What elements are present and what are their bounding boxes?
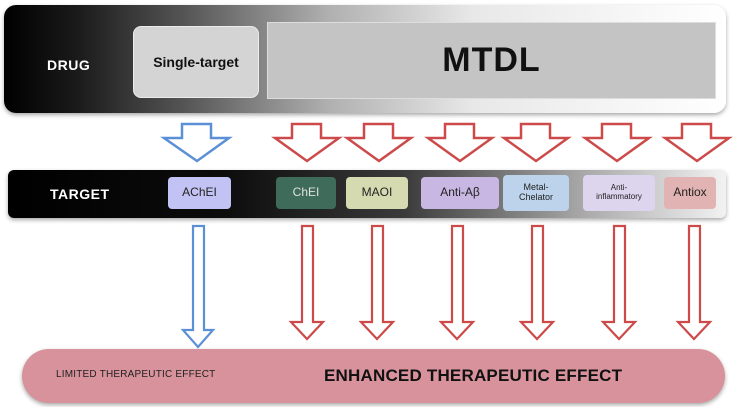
single-target-box: Single-target bbox=[133, 26, 259, 98]
target-antiox: Antiox bbox=[664, 177, 716, 209]
top-arrow-antiox bbox=[661, 122, 733, 163]
target-inflam-line1: Anti- bbox=[610, 183, 628, 193]
top-arrow-abeta bbox=[424, 122, 496, 163]
target-metal-line2: Chelator bbox=[518, 192, 554, 202]
target-maoi-label: MAOI bbox=[361, 185, 393, 200]
target-metal-chelator: Metal-Chelator bbox=[503, 175, 569, 211]
bottom-arrow-inflam bbox=[600, 224, 638, 341]
target-maoi: MAOI bbox=[346, 177, 408, 209]
bottom-arrow-metal bbox=[518, 224, 556, 341]
top-arrow-metal bbox=[500, 122, 572, 163]
target-anti-abeta-label: Anti-Aβ bbox=[440, 185, 480, 200]
target-metal-line1: Metal- bbox=[523, 182, 549, 193]
bottom-arrow-maoi bbox=[358, 224, 396, 341]
bottom-arrow-antiox bbox=[675, 224, 713, 341]
top-arrow-inflam bbox=[581, 122, 653, 163]
target-ache-label: AChEI bbox=[182, 185, 217, 200]
target-metal-chelator-label: Metal-Chelator bbox=[518, 182, 554, 203]
limited-effect-label: LIMITED THERAPEUTIC EFFECT bbox=[56, 369, 216, 380]
top-arrow-single bbox=[160, 122, 233, 163]
top-arrow-maoi bbox=[343, 122, 415, 163]
effect-band bbox=[22, 349, 725, 403]
target-chei: ChEI bbox=[276, 177, 336, 209]
target-anti-abeta: Anti-Aβ bbox=[421, 177, 499, 209]
top-arrow-chei bbox=[271, 122, 343, 163]
target-chei-label: ChEI bbox=[292, 185, 320, 200]
enhanced-effect-label: ENHANCED THERAPEUTIC EFFECT bbox=[324, 366, 623, 385]
bottom-arrow-chei bbox=[288, 224, 326, 341]
drug-label: DRUG bbox=[47, 57, 91, 73]
target-ache: AChEI bbox=[168, 177, 231, 209]
target-anti-inflammatory: Anti-inflammatory bbox=[583, 175, 655, 211]
bottom-arrow-abeta bbox=[438, 224, 476, 341]
bottom-arrow-single bbox=[180, 224, 216, 349]
target-anti-inflammatory-label: Anti-inflammatory bbox=[596, 183, 642, 202]
target-antiox-label: Antiox bbox=[673, 185, 707, 200]
target-inflam-line2: inflammatory bbox=[596, 192, 642, 201]
mtdl-box: MTDL bbox=[267, 22, 716, 99]
target-label: TARGET bbox=[50, 186, 110, 202]
